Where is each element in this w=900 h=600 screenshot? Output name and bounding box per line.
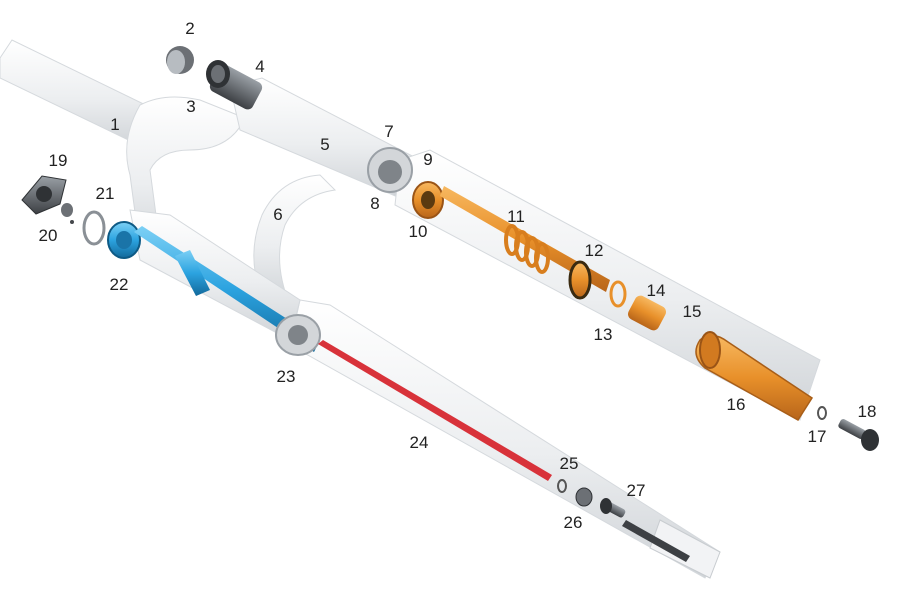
- label-9: 9: [423, 150, 432, 169]
- label-22: 22: [110, 275, 129, 294]
- label-4: 4: [255, 57, 264, 76]
- label-16: 16: [727, 395, 746, 414]
- label-19: 19: [49, 151, 68, 170]
- damper-spring-11: [504, 224, 550, 274]
- label-21: 21: [96, 184, 115, 203]
- rebound-rod-24: [318, 340, 552, 481]
- seal-head-7-8-9: [367, 147, 413, 193]
- dropout: [649, 519, 721, 579]
- bushing-26: [575, 487, 593, 507]
- snap-ring-21: [82, 210, 106, 246]
- washer-17: [817, 406, 827, 420]
- label-23: 23: [277, 367, 296, 386]
- adjuster-27: [600, 498, 690, 562]
- label-14: 14: [647, 281, 666, 300]
- piston-12: [568, 260, 592, 300]
- o-ring-25: [557, 479, 567, 493]
- piston-body-14: [628, 295, 666, 331]
- label-24: 24: [410, 433, 429, 452]
- label-7: 7: [384, 122, 393, 141]
- label-20: 20: [39, 226, 58, 245]
- top-cap-2: [166, 46, 194, 74]
- label-5: 5: [320, 135, 329, 154]
- label-18: 18: [858, 402, 877, 421]
- knob-19: [21, 175, 67, 215]
- label-2: 2: [185, 19, 194, 38]
- label-10: 10: [409, 222, 428, 241]
- damper-cartridge: [412, 181, 814, 422]
- label-26: 26: [564, 513, 583, 532]
- spacer-20: [61, 203, 74, 224]
- label-11: 11: [507, 207, 525, 226]
- damper-shaft: [440, 186, 610, 292]
- label-25: 25: [560, 454, 579, 473]
- top-cap-assembly-4: [206, 60, 263, 110]
- bolt-18: [838, 419, 879, 451]
- label-8: 8: [370, 194, 379, 213]
- label-27: 27: [627, 481, 646, 500]
- air-spring-assembly: [107, 221, 320, 352]
- crown: [126, 96, 246, 255]
- label-6: 6: [273, 205, 282, 224]
- callout-labels: 1 2 3 4 5 6 7 8 9 10 11 12 13 14 15 16 1…: [39, 19, 877, 532]
- label-3: 3: [186, 97, 195, 116]
- label-13: 13: [594, 325, 613, 344]
- o-ring-13: [609, 280, 627, 308]
- label-15: 15: [683, 302, 702, 321]
- label-17: 17: [808, 427, 827, 446]
- seal-head-23: [275, 314, 321, 356]
- label-12: 12: [585, 241, 604, 260]
- label-1: 1: [110, 115, 119, 134]
